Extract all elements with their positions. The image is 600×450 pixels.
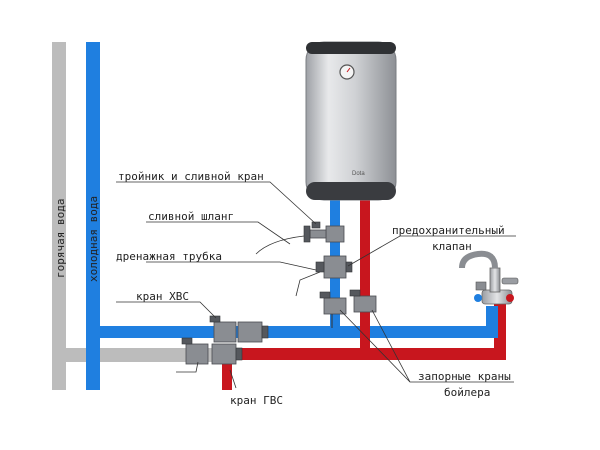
water-heater-boiler: Dota (305, 41, 397, 201)
cold-pipe-to-tap (486, 306, 498, 338)
drain-tube (295, 271, 321, 297)
hot-valve-label: кран ГВС (230, 394, 283, 407)
boiler-hot-outlet-pipe (360, 196, 370, 354)
hot-water-label: горячая вода (54, 199, 67, 278)
cold-valve-label: кран ХВС (136, 290, 189, 303)
mixer-tap (459, 250, 519, 305)
shutoff-valves-label-line2: бойлера (444, 386, 490, 399)
tee-drain-valve (303, 221, 345, 243)
cold-water-label: холодная вода (87, 196, 100, 282)
drain-tube-label: дренажная трубка (116, 250, 222, 263)
cold-main-valve (209, 315, 269, 343)
boiler-shutoff-valve-hot (349, 289, 377, 313)
cold-water-riser (86, 42, 498, 390)
drain-hose (255, 235, 305, 255)
label-leaders (116, 181, 516, 389)
shutoff-valves-label-line1: запорные краны (418, 370, 511, 383)
tee-and-drain-valve-label: тройник и сливной кран (118, 170, 264, 183)
drain-hose-label: сливной шланг (148, 210, 234, 223)
safety-valve (315, 255, 353, 279)
safety-valve-label-line2: клапан (432, 240, 472, 253)
safety-valve-label-line1: предохранительный (392, 224, 505, 237)
boiler-brand-label: Dota (352, 171, 365, 177)
thermometer-gauge-icon (339, 64, 355, 80)
hot-main-valve (181, 337, 243, 365)
